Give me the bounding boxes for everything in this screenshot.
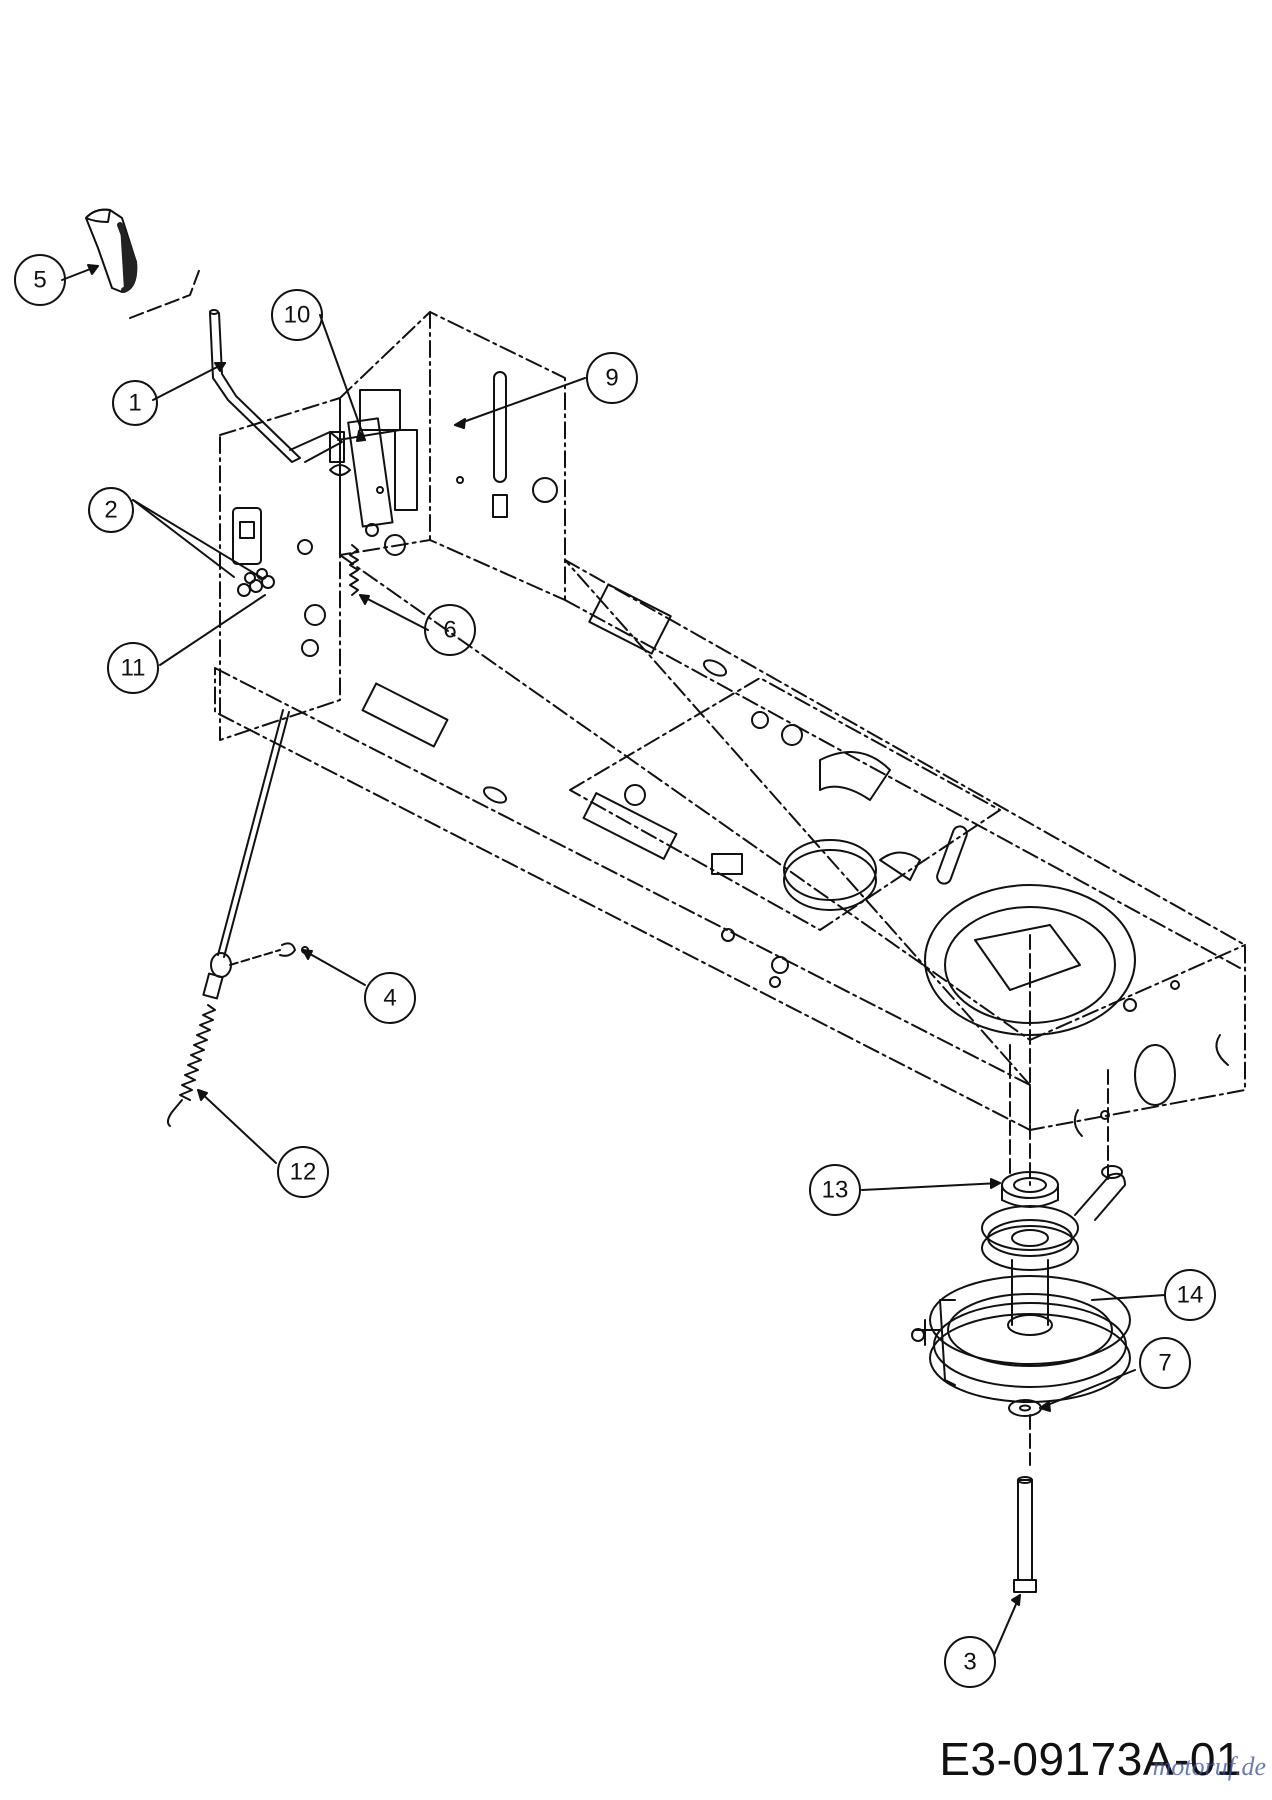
callout-5: 5	[33, 267, 46, 294]
callout-6-circle	[424, 604, 476, 656]
callout-10: 10	[284, 302, 311, 329]
lever-knob	[85, 208, 138, 293]
callout-13-circle	[809, 1164, 861, 1216]
linkage	[329, 389, 418, 556]
callout-6: 6	[443, 617, 456, 644]
bolts-2	[237, 568, 275, 597]
callout-4-circle	[364, 972, 416, 1024]
callout-1: 1	[128, 390, 141, 417]
callout-7-circle	[1139, 1337, 1191, 1389]
callout-10-circle	[271, 289, 323, 341]
callout-11: 11	[121, 655, 146, 682]
callout-1-circle	[112, 380, 158, 426]
callout-9-circle	[586, 352, 638, 404]
callout-12-circle	[277, 1146, 329, 1198]
callout-circles	[14, 254, 1216, 1688]
callout-2: 2	[104, 497, 117, 524]
clip-4	[229, 942, 309, 966]
pulley-assembly	[911, 934, 1131, 1593]
callout-3: 3	[963, 1649, 976, 1676]
callout-12: 12	[290, 1159, 317, 1186]
leader-lines	[61, 264, 1166, 1656]
callout-14-circle	[1164, 1269, 1216, 1321]
brake-cable	[166, 709, 290, 1127]
callout-14: 14	[1177, 1282, 1204, 1309]
callout-7: 7	[1158, 1350, 1171, 1377]
chassis-frame	[214, 311, 1246, 1137]
callout-9: 9	[605, 365, 618, 392]
callout-4: 4	[383, 985, 396, 1012]
callout-13: 13	[822, 1177, 849, 1204]
callout-5-circle	[14, 254, 66, 306]
drawing-code: E3-09173A-01	[939, 1733, 1242, 1785]
callout-11-circle	[107, 642, 159, 694]
shift-lever	[209, 309, 345, 463]
callout-3-circle	[944, 1636, 996, 1688]
spring-6	[349, 544, 359, 596]
watermark-logo: motoruf.de	[1152, 1752, 1266, 1781]
callout-2-circle	[88, 487, 134, 533]
